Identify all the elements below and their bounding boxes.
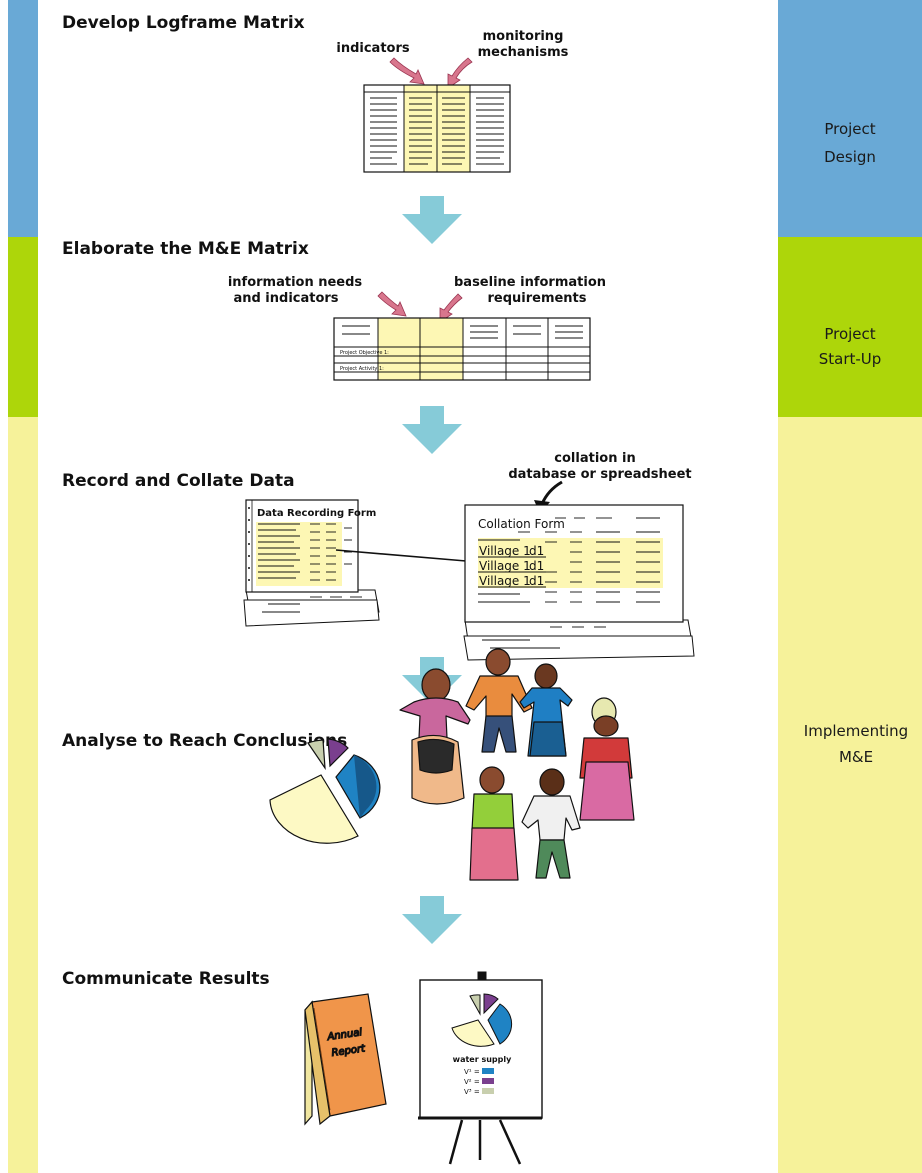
matrix-row-activity: Project Activity 1:	[340, 366, 384, 372]
pointer-arrow-icon	[377, 291, 463, 323]
annotation-baseline-information: baseline information	[454, 275, 606, 290]
annotation-collation-in: collation in	[554, 451, 635, 466]
phase-label-design-line1: Project	[824, 120, 875, 138]
annotation-database-or-spreadsheet: database or spreadsheet	[508, 467, 691, 482]
step-title-record: Record and Collate Data	[62, 471, 295, 491]
people-group-icon	[399, 648, 635, 881]
annotation-information-needs: information needs	[228, 275, 363, 290]
logframe-matrix-icon	[363, 84, 511, 173]
collation-row-village: Village 1	[479, 574, 531, 588]
flipchart-easel-icon: water supply V¹ = V² = V³ =	[418, 971, 543, 1165]
me-matrix-icon: Project Objective 1: Project Activity 1:	[333, 317, 591, 381]
legend-item-v3: V³ =	[464, 1088, 480, 1096]
annotation-indicators: indicators	[336, 41, 410, 56]
annotation-monitoring: monitoring	[483, 29, 564, 44]
annual-report-book-icon: Annual Report	[304, 993, 387, 1126]
down-arrow-icon	[402, 196, 462, 244]
down-arrow-icon	[402, 896, 462, 944]
collation-form-icon: Collation Form Village 1 d1 Village 1 d1…	[463, 504, 695, 661]
phase-label-startup-line2: Start-Up	[819, 350, 882, 368]
collation-row-village: Village 1	[479, 544, 531, 558]
matrix-row-objective: Project Objective 1:	[340, 350, 389, 356]
annotation-and-indicators: and indicators	[233, 291, 338, 306]
phase-label-implementing-line1: Implementing	[804, 722, 908, 740]
collation-row-village: Village 1	[479, 559, 531, 573]
annotation-mechanisms: mechanisms	[478, 45, 569, 60]
phase-band-design	[8, 0, 922, 237]
data-recording-form-title: Data Recording Form	[257, 508, 376, 519]
flipchart-label: water supply	[453, 1055, 512, 1064]
pointer-arrow-icon	[389, 57, 473, 89]
phase-band-implementing	[8, 417, 922, 1173]
legend-item-v2: V² =	[464, 1078, 480, 1086]
collation-row-code: d1	[529, 574, 544, 588]
step-title-logframe: Develop Logframe Matrix	[62, 13, 305, 33]
annotation-requirements: requirements	[487, 291, 586, 306]
legend-item-v1: V¹ =	[464, 1068, 480, 1076]
legend-swatch	[482, 1088, 494, 1094]
collation-row-code: d1	[529, 544, 544, 558]
data-recording-form-icon: Data Recording Form	[243, 499, 380, 627]
phase-label-design-line2: Design	[824, 148, 876, 166]
step-title-analyse: Analyse to Reach Conclusions	[62, 731, 347, 751]
pointer-arrow-icon	[540, 480, 563, 505]
report-title-line2: Report	[331, 1043, 367, 1059]
pie-chart-icon	[269, 738, 381, 844]
down-arrow-icon	[402, 406, 462, 454]
step-title-communicate: Communicate Results	[62, 969, 270, 989]
legend-swatch	[482, 1068, 494, 1074]
collation-form-title: Collation Form	[478, 517, 565, 531]
phase-band-startup	[8, 237, 922, 417]
step-title-me-matrix: Elaborate the M&E Matrix	[62, 239, 309, 259]
phase-label-implementing-line2: M&E	[839, 748, 873, 766]
collation-row-code: d1	[529, 559, 544, 573]
phase-label-startup-line1: Project	[824, 325, 875, 343]
connector-line	[335, 549, 467, 562]
legend-swatch	[482, 1078, 494, 1084]
